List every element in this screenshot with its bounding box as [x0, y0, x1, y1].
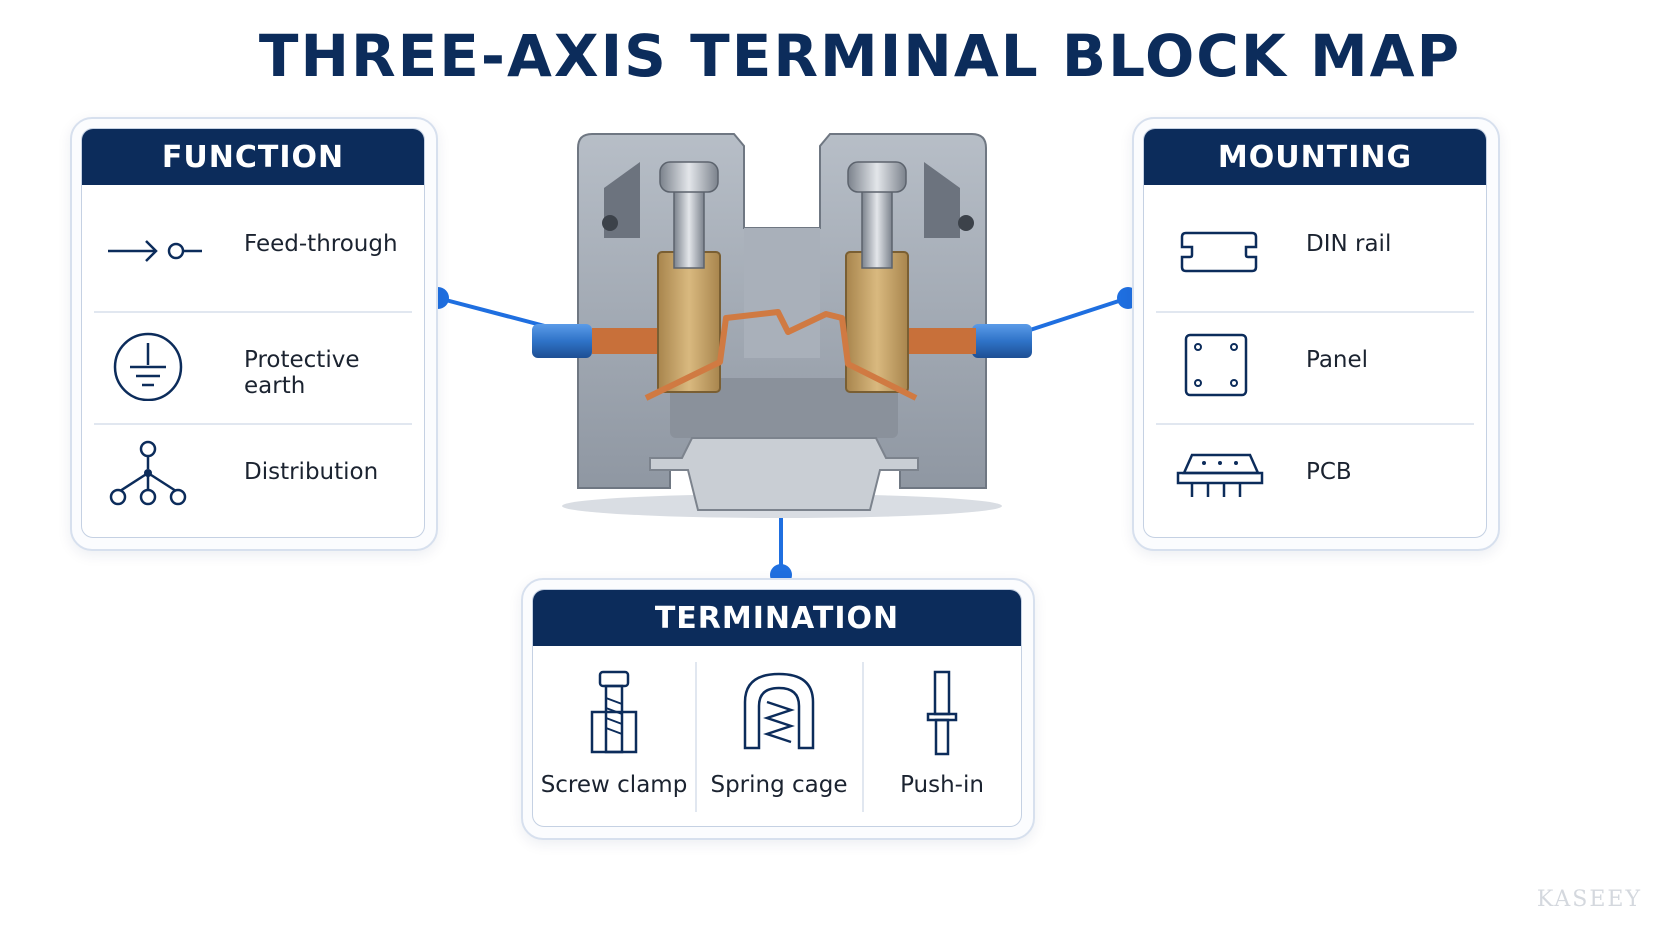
page-title: THREE-AXIS TERMINAL BLOCK MAP: [258, 22, 1462, 90]
function-item-feed-through: Feed-through: [82, 193, 424, 311]
divider: [1156, 423, 1474, 425]
divider: [1156, 311, 1474, 313]
function-item-protective-earth: Protective earth: [82, 309, 424, 427]
spring-cage-icon: [743, 672, 815, 750]
watermark: KASEEY: [1536, 887, 1642, 912]
din-rail-icon: [1180, 231, 1258, 273]
mounting-item-pcb: PCB: [1144, 421, 1486, 537]
push-in-icon: [926, 670, 958, 756]
mounting-item-label: Panel: [1306, 347, 1369, 373]
divider: [94, 311, 412, 313]
panel-icon: [1184, 333, 1248, 397]
housing-hole-right: [958, 215, 974, 231]
pcb-icon: [1176, 453, 1264, 497]
mounting-heading: MOUNTING: [1144, 129, 1486, 185]
function-heading: FUNCTION: [82, 129, 424, 185]
screw-left-shaft: [673, 187, 705, 269]
termination-item-label: Push-in: [900, 772, 984, 798]
mounting-connector-line: [1029, 296, 1129, 332]
mounting-item-label: PCB: [1306, 459, 1352, 485]
center-channel: [744, 228, 820, 358]
function-item-label: Protective earth: [244, 347, 360, 399]
feed-through-icon: [108, 240, 202, 262]
screw-clamp-icon: [590, 670, 638, 754]
wire-right-copper: [906, 328, 976, 354]
terminal-block-illustration: [532, 133, 1032, 518]
wire-left-insulation: [532, 324, 592, 358]
earth-icon: [113, 332, 183, 401]
termination-item-push-in: Push-in: [863, 646, 1021, 826]
lower-cavity: [670, 378, 898, 438]
mounting-card: MOUNTING DIN rail Panel PCB: [1143, 128, 1487, 538]
housing-cavity-right: [924, 162, 960, 238]
screw-right-shaft: [861, 187, 893, 269]
function-card: FUNCTION Feed-through Protective earth: [81, 128, 425, 538]
function-item-label: Distribution: [244, 459, 379, 485]
screw-left-head: [659, 161, 719, 193]
wire-right-insulation: [972, 324, 1032, 358]
termination-card: TERMINATION Screw clamp Spring cage Push…: [532, 589, 1022, 827]
screw-right-head: [847, 161, 907, 193]
divider: [695, 662, 697, 812]
housing-hole-left: [602, 215, 618, 231]
clamp-left: [657, 251, 721, 393]
divider: [94, 423, 412, 425]
din-rail: [649, 437, 919, 511]
busbar: [644, 309, 918, 401]
termination-heading: TERMINATION: [533, 590, 1021, 646]
termination-item-label: Screw clamp: [540, 772, 688, 798]
mounting-item-din-rail: DIN rail: [1144, 193, 1486, 311]
function-item-label: Feed-through: [244, 231, 398, 257]
termination-item-spring-cage: Spring cage: [696, 646, 862, 826]
mounting-item-label: DIN rail: [1306, 231, 1392, 257]
distribution-icon: [109, 440, 187, 506]
divider: [862, 662, 864, 812]
termination-item-label: Spring cage: [710, 772, 848, 798]
function-item-distribution: Distribution: [82, 421, 424, 537]
termination-item-screw-clamp: Screw clamp: [533, 646, 695, 826]
wire-left-copper: [592, 328, 662, 354]
mounting-item-panel: Panel: [1144, 309, 1486, 427]
